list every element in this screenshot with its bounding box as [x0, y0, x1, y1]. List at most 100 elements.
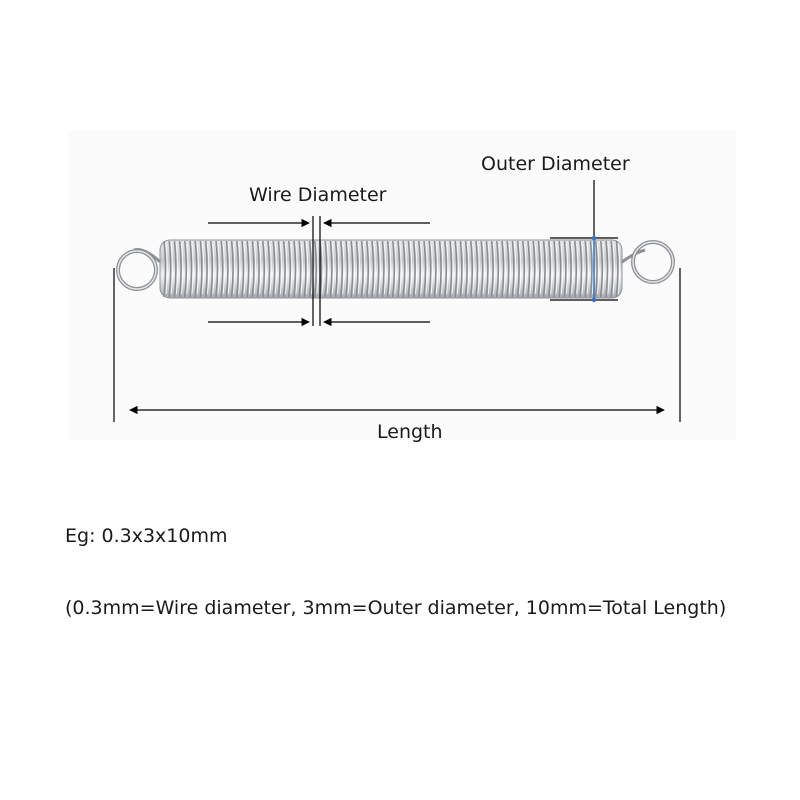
coil-highlight [430, 243, 433, 295]
coil-turn [225, 240, 229, 298]
coil-highlight [456, 243, 459, 295]
coil-turn [173, 240, 177, 298]
coil-highlight [191, 243, 194, 295]
coil-highlight [342, 243, 345, 295]
coil-turn [594, 240, 598, 298]
coil-turn [615, 240, 619, 298]
coil-turn [178, 240, 182, 298]
coil-turn [282, 240, 286, 298]
length-dimension [113, 268, 681, 422]
coil-turn [511, 240, 515, 298]
outer-diameter-dimension [550, 180, 618, 303]
coil-turn [501, 240, 505, 298]
coil-turn [288, 240, 292, 298]
coil-turn [277, 240, 281, 298]
coil-highlight [472, 243, 475, 295]
example-size-caption: Eg: 0.3x3x10mm [65, 525, 228, 547]
coil-turn [324, 240, 328, 298]
coil-highlight [420, 243, 423, 295]
coil-turn [589, 240, 593, 298]
coil-turn [444, 240, 448, 298]
coil-highlight [508, 243, 511, 295]
coil-turn [548, 240, 552, 298]
coil-turn [376, 240, 380, 298]
coil-turn [527, 240, 531, 298]
coil-turn [272, 240, 276, 298]
coil-highlight [435, 243, 439, 295]
coil-highlight [461, 243, 465, 295]
coil-highlight [326, 243, 329, 295]
coil-highlight [394, 243, 397, 295]
coil-highlight [493, 243, 496, 295]
coil-turn [392, 240, 396, 298]
coil-turn [194, 240, 198, 298]
coil-highlight [415, 243, 418, 295]
coil-turn [189, 240, 193, 298]
coil-highlight [264, 243, 267, 295]
coil-highlight [482, 243, 485, 295]
coil-highlight [378, 243, 381, 295]
coil-highlight [425, 243, 428, 295]
coil-turn [470, 240, 474, 298]
coil-highlight [357, 243, 361, 295]
coil-turn [407, 240, 411, 298]
coil-turn [298, 240, 302, 298]
coil-highlight [352, 243, 355, 295]
coil-highlight [285, 243, 288, 295]
coil-highlight [602, 243, 605, 295]
coil-highlight [363, 243, 366, 295]
coil-highlight [555, 243, 558, 295]
spring-diagram: Wire Diameter Outer Diameter Length [113, 153, 681, 443]
size-explanation-caption: (0.3mm=Wire diameter, 3mm=Outer diameter… [65, 597, 727, 619]
coil-turn [397, 240, 401, 298]
coil-turn [423, 240, 427, 298]
coil-turn [230, 240, 234, 298]
coil-highlight [550, 243, 553, 295]
coil-turn [542, 240, 546, 298]
coil-highlight [238, 243, 241, 295]
coil-turn [199, 240, 203, 298]
coil-highlight [612, 243, 615, 295]
coil-highlight [617, 243, 621, 295]
coil-highlight [477, 243, 480, 295]
coil-highlight [565, 243, 569, 295]
coil-highlight [321, 243, 324, 295]
outer-diameter-label: Outer Diameter [481, 153, 630, 175]
coil-highlight [337, 243, 340, 295]
coil-highlight [373, 243, 376, 295]
coil-turn [574, 240, 578, 298]
coil-turn [381, 240, 385, 298]
coil-turn [267, 240, 271, 298]
coil-turn [490, 240, 494, 298]
coil-highlight [399, 243, 402, 295]
coil-highlight [539, 243, 543, 295]
coil-turn [449, 240, 453, 298]
coil-turn [584, 240, 588, 298]
coil-turn [558, 240, 562, 298]
coil-turn [334, 240, 338, 298]
coil-turn [340, 240, 344, 298]
coil-highlight [207, 243, 210, 295]
coil-turn [537, 240, 541, 298]
coil-highlight [347, 243, 350, 295]
coil-highlight [170, 243, 173, 295]
coil-turn [303, 240, 307, 298]
coil-turn [366, 240, 370, 298]
coil-turn [496, 240, 500, 298]
coil-turn [204, 240, 208, 298]
coil-highlight [389, 243, 392, 295]
coil-turn [433, 240, 437, 298]
coil-highlight [576, 243, 579, 295]
coil-turn [600, 240, 604, 298]
coil-highlight [487, 243, 491, 295]
coil-highlight [498, 243, 501, 295]
coil-highlight [201, 243, 205, 295]
coil-turn [215, 240, 219, 298]
coil-highlight [243, 243, 246, 295]
right-hook-loop [621, 240, 675, 284]
coil-highlight [581, 243, 584, 295]
extension-spring-illustration [113, 180, 681, 422]
coil-highlight [607, 243, 610, 295]
coil-highlight [181, 243, 184, 295]
coil-highlight [368, 243, 371, 295]
